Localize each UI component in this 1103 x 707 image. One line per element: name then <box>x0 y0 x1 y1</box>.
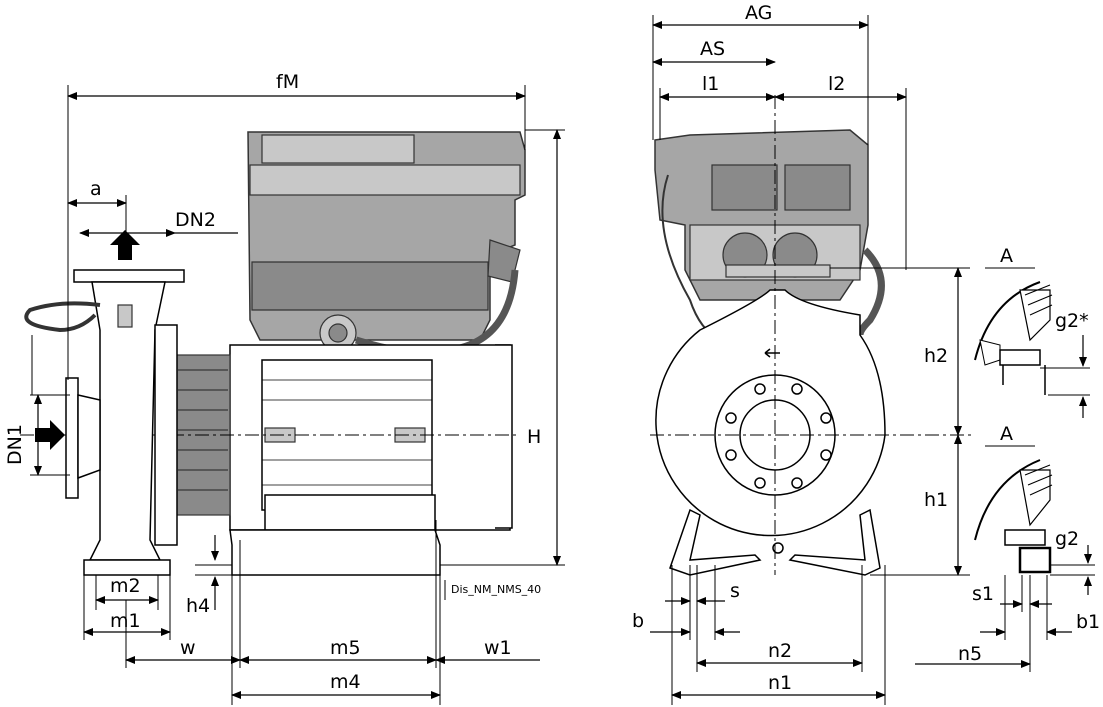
label-AG: AG <box>745 2 772 24</box>
label-h1: h1 <box>924 489 948 511</box>
label-DN2: DN2 <box>175 209 216 231</box>
detail-view-lower: A g2 s1 b1 n5 <box>915 423 1100 672</box>
pump-casing <box>24 230 185 576</box>
detail-title-upper: A <box>1000 245 1013 267</box>
label-g2: g2 <box>1055 528 1079 550</box>
label-H: H <box>527 426 541 448</box>
drawing-id-caption: Dis_NM_NMS_40 <box>451 583 541 596</box>
label-g2-star: g2* <box>1055 310 1089 332</box>
controller-box <box>247 131 526 356</box>
label-l2: l2 <box>828 73 845 95</box>
label-m5: m5 <box>330 637 361 659</box>
front-dimensions: AG AS l1 l2 h2 h1 s b <box>632 2 970 705</box>
label-w1: w1 <box>484 637 512 659</box>
label-n5: n5 <box>958 643 982 665</box>
label-b1: b1 <box>1076 611 1100 633</box>
side-view: fM a DN2 DN1 H m2 m1 <box>4 71 565 705</box>
label-h4: h4 <box>186 595 210 617</box>
label-s: s <box>730 580 740 602</box>
label-m1: m1 <box>110 610 141 632</box>
label-n2: n2 <box>768 640 792 662</box>
front-view: AG AS l1 l2 h2 h1 s b <box>632 2 975 705</box>
label-h2: h2 <box>924 345 948 367</box>
detail-title-lower: A <box>1000 423 1013 445</box>
label-fM: fM <box>276 71 299 93</box>
motor <box>20 344 520 576</box>
label-w: w <box>180 637 196 659</box>
detail-view-upper: A g2* <box>974 245 1090 418</box>
volute <box>650 95 975 576</box>
label-m2: m2 <box>110 575 141 597</box>
label-DN1: DN1 <box>4 424 26 465</box>
label-m4: m4 <box>330 671 361 693</box>
label-n1: n1 <box>768 672 792 694</box>
label-AS: AS <box>700 38 725 60</box>
label-b: b <box>632 610 644 632</box>
label-l1: l1 <box>702 73 719 95</box>
label-a: a <box>90 178 102 200</box>
label-s1: s1 <box>972 583 994 605</box>
side-dimensions: fM a DN2 DN1 H m2 m1 <box>4 71 565 705</box>
